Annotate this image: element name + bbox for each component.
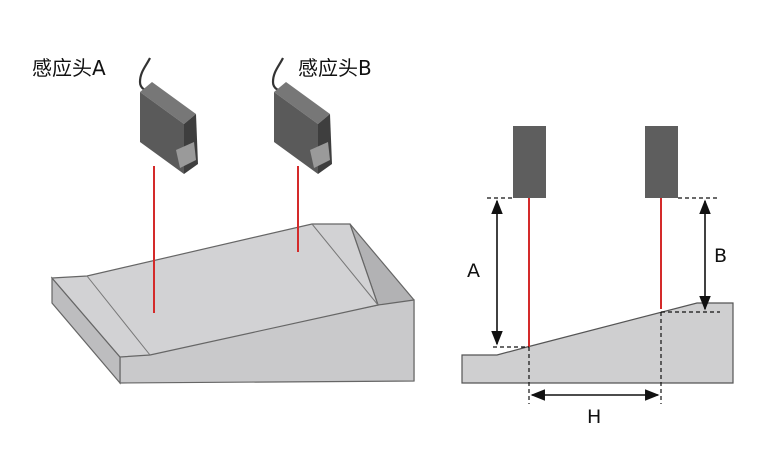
sensor-b-2d xyxy=(645,126,678,198)
dimension-h-label: H xyxy=(587,406,601,428)
side-view-schematic: A B H xyxy=(461,126,734,428)
sensor-b-top xyxy=(274,82,330,124)
sloped-workpiece-3d xyxy=(50,223,415,385)
sensor-a-lens-highlight xyxy=(176,142,196,168)
sensor-a-2d xyxy=(513,126,546,198)
sensor-b-lens-highlight xyxy=(310,142,330,168)
sensor-head-b-3d xyxy=(271,57,332,174)
sensor-b-cable xyxy=(271,57,284,92)
workpiece-profile xyxy=(461,302,734,384)
sensor-a-top xyxy=(140,82,196,124)
workpiece-right-bevel-edge xyxy=(311,223,379,306)
sensor-a-side xyxy=(140,92,184,174)
perspective-illustration: 感应头A 感应头B xyxy=(32,56,415,385)
workpiece-left-bevel-edge xyxy=(86,275,151,356)
sensor-head-a-3d xyxy=(138,57,198,174)
sensor-b-side xyxy=(274,92,318,174)
dimension-a-label: A xyxy=(467,260,480,282)
sensor-head-a-label: 感应头A xyxy=(32,56,106,80)
sensor-head-b-label: 感应头B xyxy=(298,56,372,80)
dimension-b-label: B xyxy=(714,245,727,267)
workpiece-top-surface xyxy=(50,223,379,358)
